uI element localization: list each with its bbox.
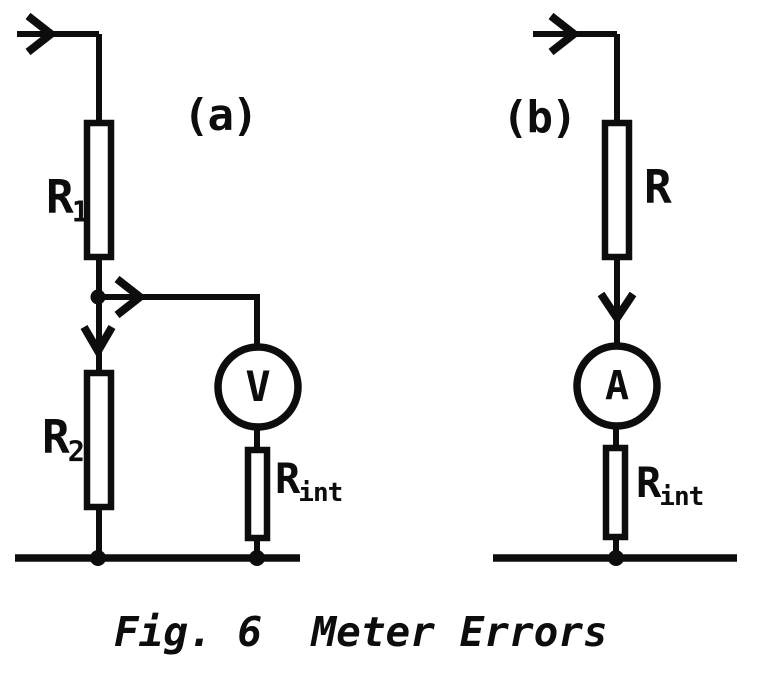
rint-a-label-base: R [275, 454, 300, 503]
circuit-a [15, 12, 302, 566]
figure-caption: Fig. 6 Meter Errors [114, 608, 608, 656]
rint-a-label: Rint [275, 458, 343, 508]
rint-b-label-base: R [636, 458, 661, 507]
voltmeter-letter: V [245, 362, 271, 412]
r1-label-base: R [46, 170, 74, 224]
current-arrow-icon [597, 291, 637, 326]
r2-label: R2 [42, 414, 85, 469]
r1-label: R1 [46, 174, 89, 229]
circuit-a-label: (a) [183, 90, 258, 141]
junction-dot [249, 550, 265, 566]
resistor-r [601, 119, 633, 261]
r-label: R [644, 160, 672, 214]
resistor-rint-b [602, 444, 629, 541]
current-arrow-icon [80, 324, 116, 359]
rint-b-label: Rint [636, 462, 704, 512]
r1-label-subscript: 1 [71, 195, 89, 229]
resistor-rint-a [244, 446, 271, 542]
current-arrow-icon [114, 275, 147, 319]
r2-label-subscript: 2 [67, 435, 85, 469]
r2-label-base: R [42, 410, 70, 464]
current-arrow-icon [25, 12, 58, 56]
junction-dot [90, 550, 106, 566]
resistor-r1 [83, 119, 115, 261]
ammeter-letter: A [604, 363, 630, 410]
rint-a-label-subscript: int [298, 477, 343, 508]
wire [98, 294, 260, 349]
rint-b-label-subscript: int [659, 481, 704, 512]
resistor-r2 [83, 369, 115, 511]
current-arrow-icon [548, 12, 581, 56]
junction-dot [608, 550, 624, 566]
circuit-b [493, 12, 737, 566]
circuit-b-label: (b) [502, 92, 577, 143]
